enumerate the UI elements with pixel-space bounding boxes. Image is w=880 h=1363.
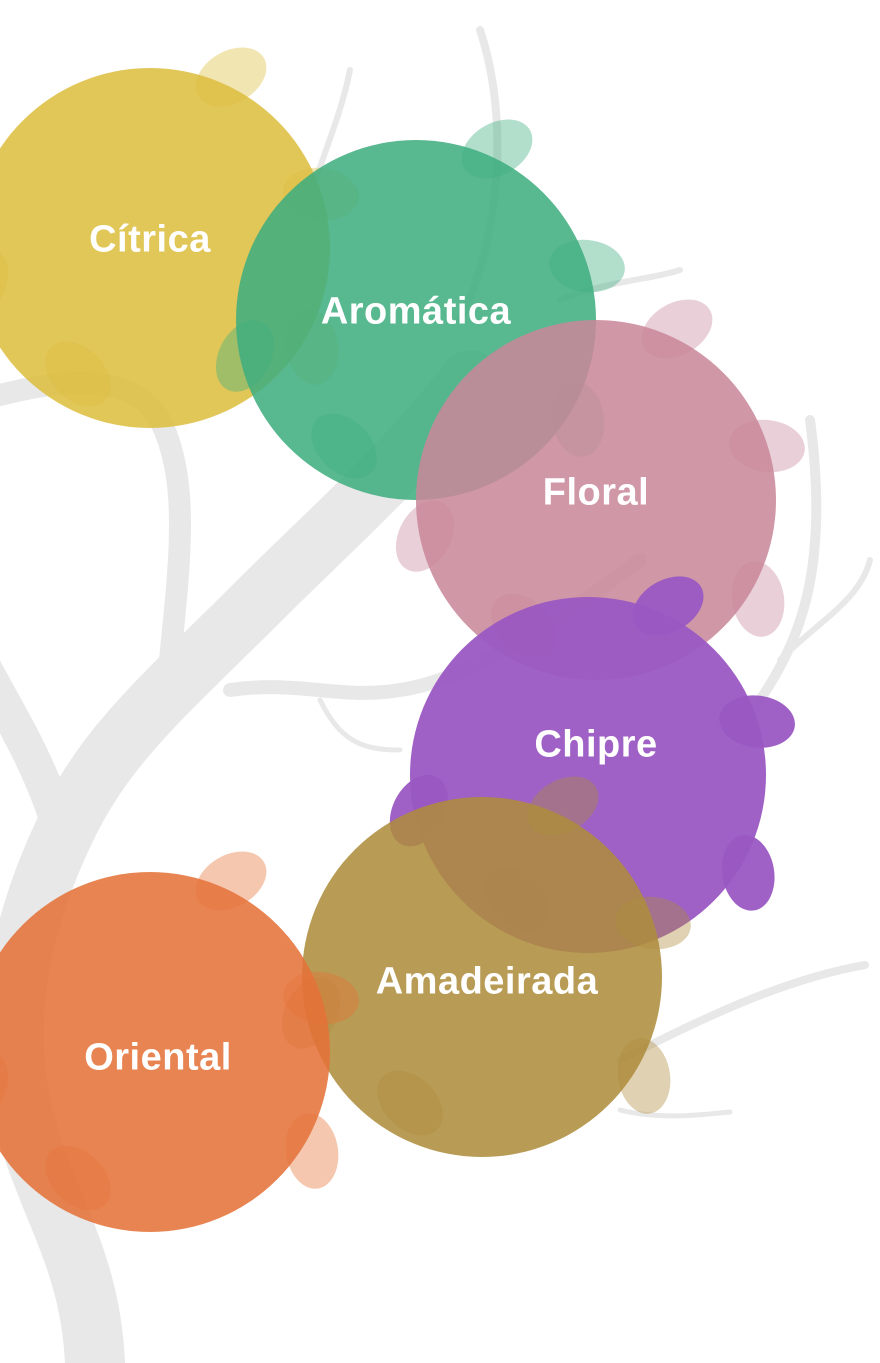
amadeirada-label: Amadeirada <box>375 960 599 1003</box>
aromatica-label: Aromática <box>320 290 512 333</box>
citrica-label: Cítrica <box>89 218 211 261</box>
floral-label: Floral <box>542 471 650 514</box>
amadeirada-circle <box>302 797 662 1157</box>
oriental-bubble <box>0 851 359 1232</box>
oriental-label: Oriental <box>84 1036 232 1079</box>
amadeirada-bubble <box>281 776 691 1157</box>
chipre-label: Chipre <box>534 723 658 766</box>
oriental-circle <box>0 872 330 1232</box>
